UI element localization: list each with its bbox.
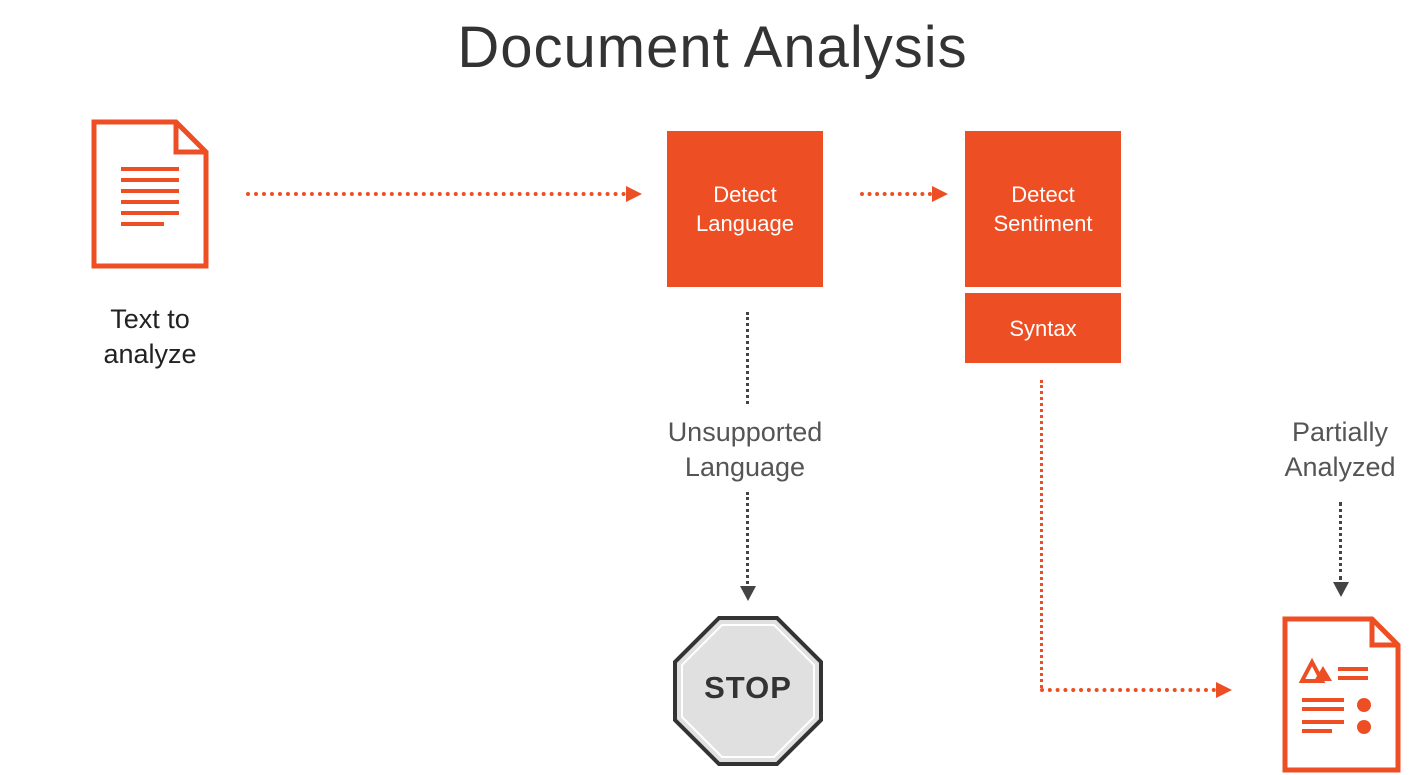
arrow-head-right-icon (1216, 682, 1232, 698)
detect-sentiment-line2: Sentiment (993, 211, 1093, 236)
arrow-head-down-icon (1333, 582, 1349, 597)
input-label-line1: Text to (110, 304, 190, 334)
unsupported-line2: Language (684, 452, 806, 482)
partially-analyzed-label: Partially Analyzed (1250, 415, 1425, 485)
arrow-language-to-sentiment-line (860, 192, 932, 196)
detect-language-box: Detect Language (667, 131, 823, 287)
arrow-syntax-down-line (1040, 380, 1043, 688)
input-label: Text to analyze (60, 302, 240, 372)
document-icon (91, 119, 209, 269)
partial-line1: Partially (1291, 417, 1389, 447)
arrow-head-down-icon (740, 586, 756, 601)
unsupported-language-label: Unsupported Language (630, 415, 860, 485)
arrow-partial-to-output-line (1339, 502, 1342, 580)
page-title: Document Analysis (457, 15, 968, 80)
arrow-language-to-unsupported-line (746, 312, 749, 404)
syntax-label: Syntax (1009, 315, 1077, 341)
analyzed-document-icon (1282, 616, 1401, 773)
unsupported-line1: Unsupported (667, 417, 823, 447)
arrow-head-right-icon (932, 186, 948, 202)
stop-sign-icon (673, 616, 823, 766)
arrow-input-to-language-line (246, 192, 626, 196)
stop-label: STOP (704, 670, 792, 705)
detect-sentiment-box: Detect Sentiment (965, 131, 1121, 287)
detect-language-line1: Detect (713, 182, 777, 207)
partial-line2: Analyzed (1284, 452, 1396, 482)
syntax-box: Syntax (965, 293, 1121, 363)
arrow-head-right-icon (626, 186, 642, 202)
input-label-line2: analyze (103, 339, 197, 369)
arrow-unsupported-to-stop-line (746, 492, 749, 584)
arrow-syntax-to-output-line (1040, 688, 1216, 692)
detect-sentiment-line1: Detect (1011, 182, 1075, 207)
detect-language-line2: Language (696, 211, 794, 236)
